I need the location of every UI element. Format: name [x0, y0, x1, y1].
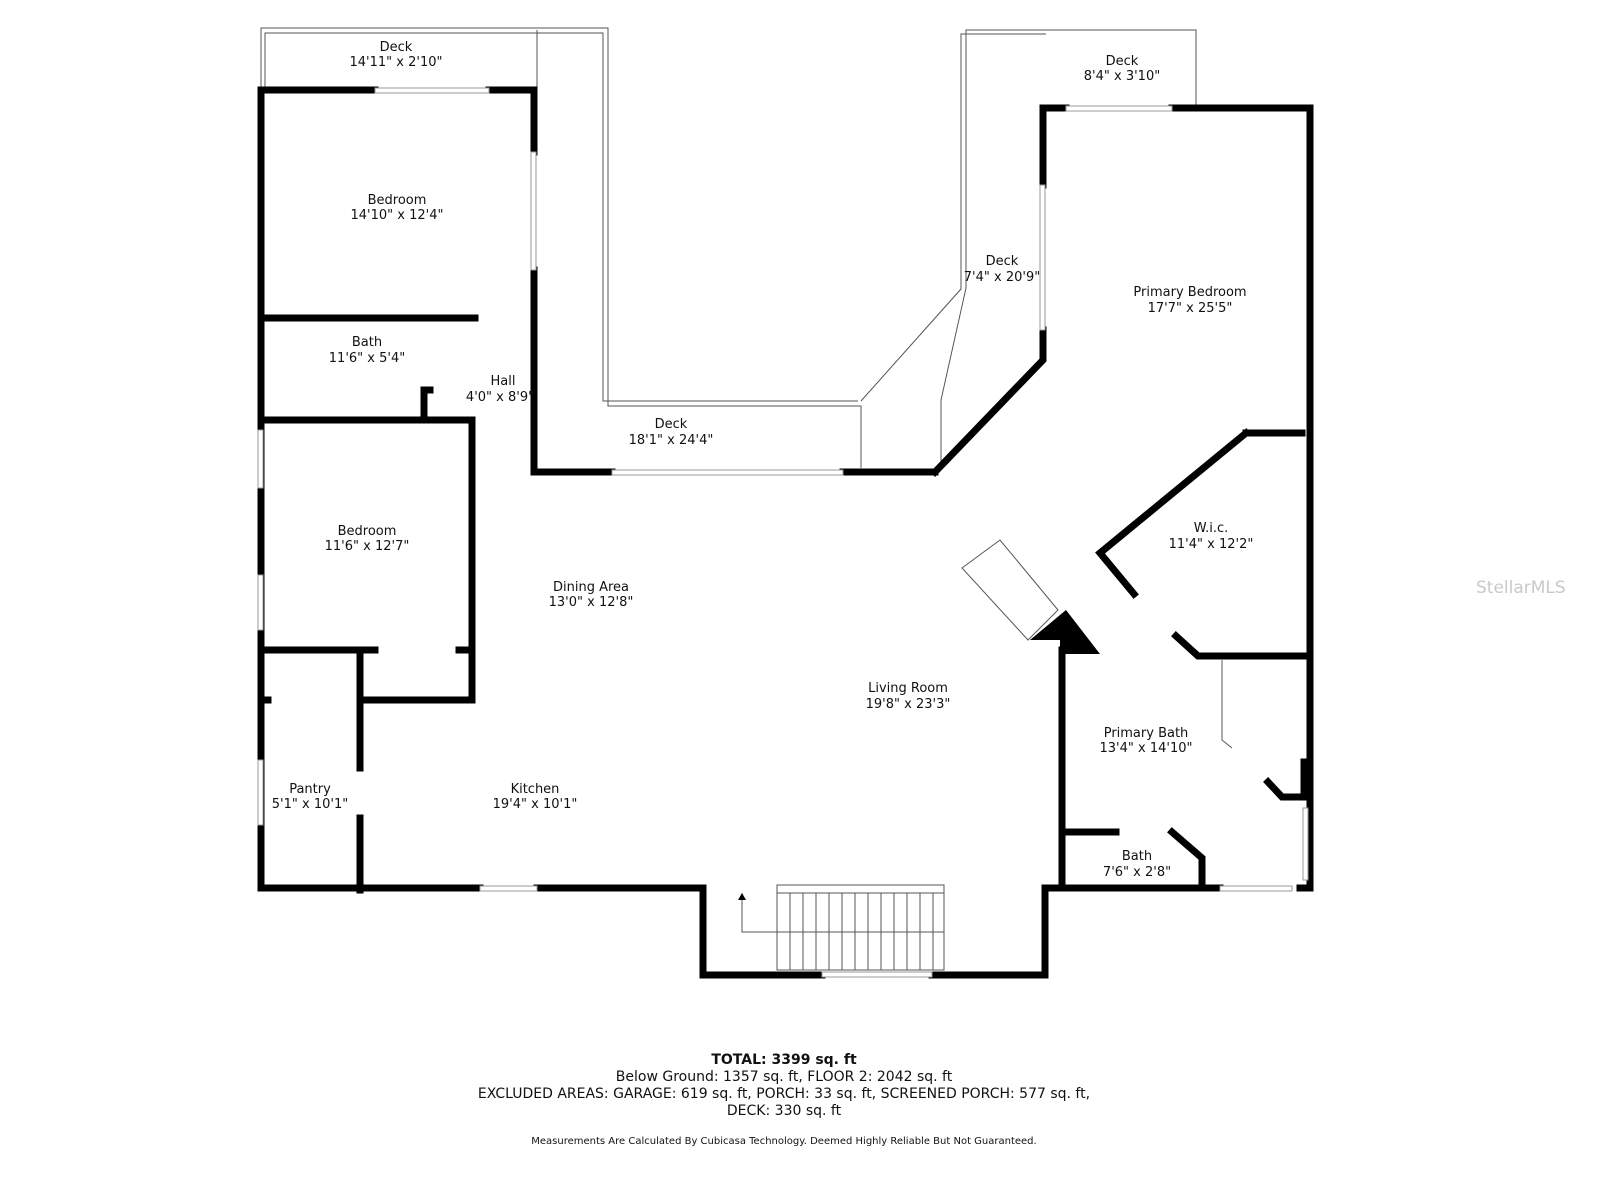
- windows: [257, 87, 1309, 978]
- total-area: TOTAL: 3399 sq. ft: [711, 1052, 857, 1068]
- room-name: Deck: [986, 254, 1019, 269]
- watermark: StellarMLS: [1476, 578, 1566, 598]
- room-size: 11'4" x 12'2": [1169, 537, 1254, 552]
- deck-outlines: [260, 27, 1197, 468]
- room-size: 11'6" x 12'7": [325, 539, 410, 554]
- room-labels: Deck 14'11" x 2'10" Bedroom 14'10" x 12'…: [272, 40, 1254, 880]
- room-size: 13'0" x 12'8": [549, 595, 634, 610]
- disclaimer: Measurements Are Calculated By Cubicasa …: [531, 1136, 1037, 1147]
- room-size: 13'4" x 14'10": [1100, 741, 1193, 756]
- excluded-areas: EXCLUDED AREAS: GARAGE: 619 sq. ft, PORC…: [477, 1086, 1091, 1102]
- room-name: Bedroom: [338, 524, 397, 539]
- room-name: Deck: [655, 417, 688, 432]
- room-name: Bath: [352, 335, 382, 350]
- room-size: 8'4" x 3'10": [1084, 69, 1160, 84]
- room-size: 18'1" x 24'4": [629, 433, 714, 448]
- room-name: Bedroom: [368, 193, 427, 208]
- room-name: Primary Bedroom: [1133, 285, 1246, 300]
- stairs: [738, 539, 1233, 971]
- area-breakdown: Below Ground: 1357 sq. ft, FLOOR 2: 2042…: [615, 1069, 953, 1085]
- room-name: Living Room: [868, 681, 948, 696]
- room-size: 4'0" x 8'9": [466, 390, 534, 405]
- room-size: 7'6" x 2'8": [1103, 865, 1171, 880]
- walls: [257, 86, 1314, 979]
- room-name: Hall: [491, 374, 516, 389]
- excluded-areas-cont: DECK: 330 sq. ft: [726, 1103, 842, 1119]
- room-size: 5'1" x 10'1": [272, 797, 348, 812]
- room-size: 19'4" x 10'1": [493, 797, 578, 812]
- room-size: 14'10" x 12'4": [351, 208, 444, 223]
- room-name: W.i.c.: [1194, 521, 1229, 536]
- room-name: Bath: [1122, 849, 1152, 864]
- room-name: Primary Bath: [1104, 726, 1189, 741]
- room-name: Kitchen: [511, 782, 560, 797]
- room-name: Deck: [380, 40, 413, 55]
- room-size: 7'4" x 20'9": [964, 270, 1040, 285]
- room-size: 19'8" x 23'3": [866, 697, 951, 712]
- room-name: Deck: [1106, 54, 1139, 69]
- room-name: Dining Area: [553, 580, 629, 595]
- room-size: 17'7" x 25'5": [1148, 301, 1233, 316]
- room-size: 14'11" x 2'10": [350, 55, 443, 70]
- area-summary: TOTAL: 3399 sq. ft Below Ground: 1357 sq…: [0, 1052, 1568, 1120]
- room-name: Pantry: [289, 782, 331, 797]
- room-size: 11'6" x 5'4": [329, 351, 405, 366]
